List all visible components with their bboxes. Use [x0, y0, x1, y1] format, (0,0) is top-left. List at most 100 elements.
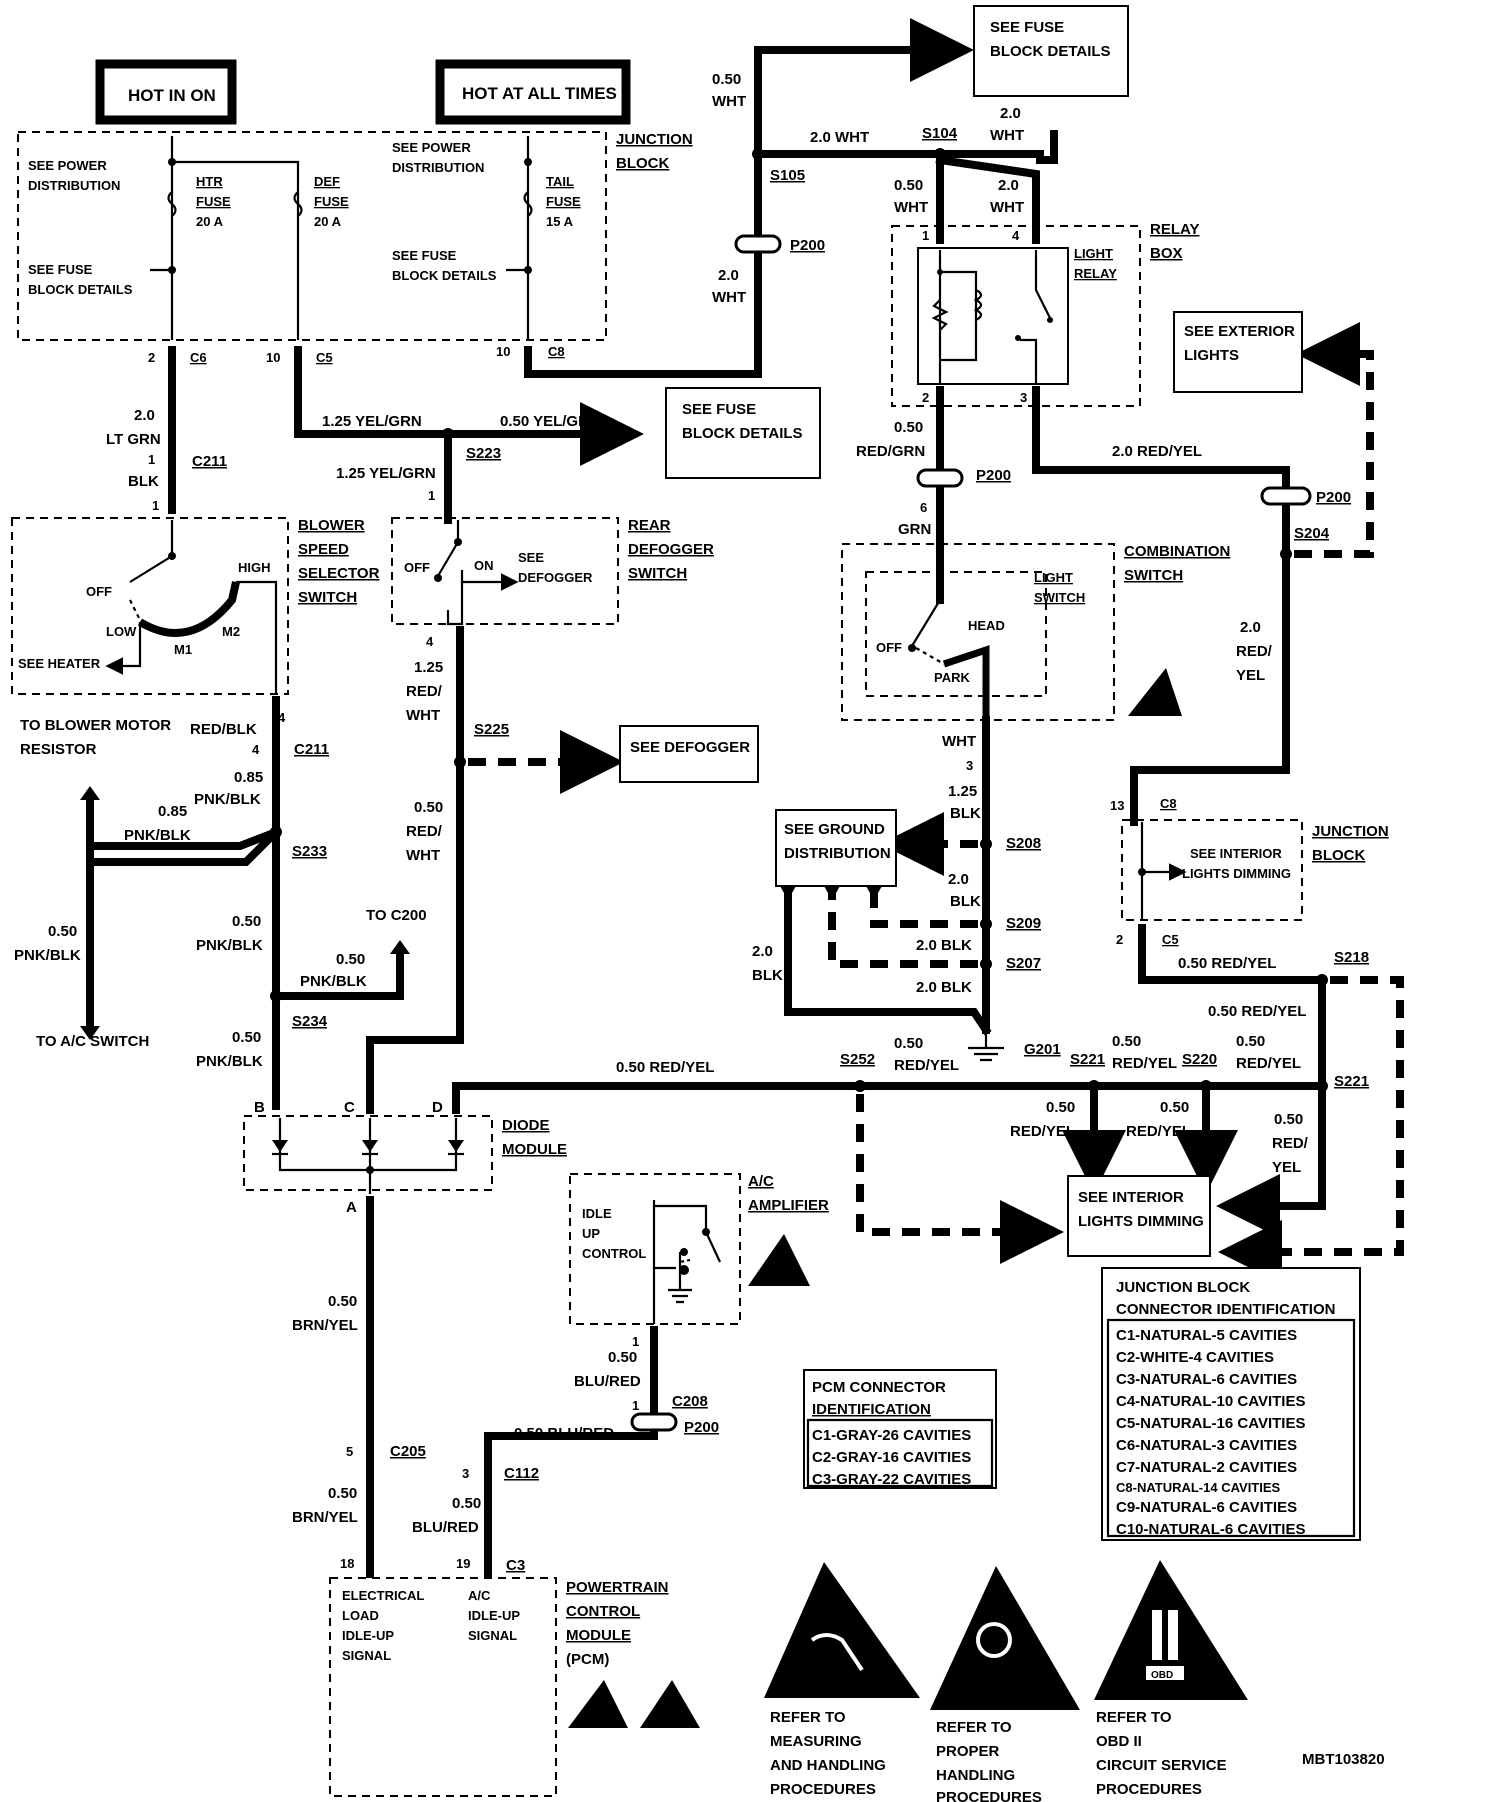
- splice-s104-label: S104: [922, 125, 958, 142]
- c205-label: C205: [390, 1443, 426, 1460]
- legend-measuring: REFER TO MEASURING AND HANDLING PROCEDUR…: [764, 1562, 920, 1798]
- tail-fuse-2: FUSE: [546, 194, 581, 209]
- ac-amp-labels: 1 0.50 BLU/RED 1 C208 P200 0.50 BLU/RED …: [412, 1334, 719, 1536]
- wire-050-wht-1: 0.50: [712, 71, 741, 88]
- pin-1b-label: 1: [152, 498, 159, 513]
- pcm-title-1: POWERTRAIN: [566, 1579, 669, 1596]
- legend-proper: REFER TO PROPER HANDLING PROCEDURES: [930, 1566, 1080, 1802]
- jb-right-out-labels: 0.50 RED/YEL S218 0.50 RED/YEL: [1178, 949, 1369, 1020]
- jb-conn-title-1: JUNCTION BLOCK: [1116, 1279, 1250, 1296]
- relay-outputs: 0.50 RED/GRN P200 6 GRN 2.0 RED/YEL P200…: [856, 419, 1351, 560]
- jb-conn-row-1: C1-NATURAL-5 CAVITIES: [1116, 1327, 1297, 1344]
- wire-20-redyel-v-2: RED/: [1236, 643, 1273, 660]
- jb-conn-row-10: C10-NATURAL-6 CAVITIES: [1116, 1521, 1305, 1538]
- wire-050-low-1: 0.50: [232, 1029, 261, 1046]
- drop2-2: RED/YEL: [1126, 1123, 1191, 1140]
- wire-20-wht-h: 2.0 WHT: [810, 129, 869, 146]
- see-ground-1: SEE GROUND: [784, 821, 885, 838]
- wire-20-blk-h1: 2.0 BLK: [916, 937, 972, 954]
- red-blk-label: RED/BLK: [190, 721, 257, 738]
- jb-conn-c6: C6: [190, 350, 207, 365]
- jb-right-050-redyel-2: 0.50 RED/YEL: [1208, 1003, 1306, 1020]
- figure-id: MBT103820: [1302, 1751, 1385, 1768]
- wire-050-redwht-3: WHT: [406, 847, 440, 864]
- legend-proper-4: PROCEDURES: [936, 1789, 1042, 1802]
- blower-title-4: SWITCH: [298, 589, 357, 606]
- wire-20-ltgrn-2: LT GRN: [106, 431, 161, 448]
- blk-label: BLK: [128, 473, 159, 490]
- relay-box: RELAY BOX LIGHT RELAY 1 4 2 3: [891, 221, 1199, 407]
- wire-20-wht-relay-2: WHT: [990, 199, 1024, 216]
- see-fuse-block-top-2: BLOCK DETAILS: [990, 43, 1111, 60]
- splice-s220-label: S220: [1182, 1051, 1217, 1068]
- drop1-1: 0.50: [1046, 1099, 1075, 1116]
- see-fuse-block-mid-1: SEE FUSE: [682, 401, 756, 418]
- wire-050-redgrn-1: 0.50: [894, 419, 923, 436]
- jb-conn-c5: C5: [316, 350, 333, 365]
- jb-see-power-2: DISTRIBUTION: [28, 178, 120, 193]
- handling-warning-icon: [930, 1566, 1080, 1710]
- wire-050-left-1: 0.50: [48, 923, 77, 940]
- pcm-conn-row-1: C1-GRAY-26 CAVITIES: [812, 1427, 971, 1444]
- defog-title-3: SWITCH: [628, 565, 687, 582]
- splice-s221a-label: S221: [1070, 1051, 1105, 1068]
- defog-pin-4: 4: [426, 634, 434, 649]
- elec-load-2: LOAD: [342, 1608, 379, 1623]
- jb-right-title-1: JUNCTION: [1312, 823, 1389, 840]
- c211-top-label: C211: [192, 453, 227, 470]
- c208-label: C208: [672, 1393, 708, 1410]
- esd-warning-icon: [764, 1562, 920, 1698]
- blower-speed-selector-switch: BLOWER SPEED SELECTOR SWITCH OFF LOW HIG…: [11, 517, 380, 695]
- relay-pin-4: 4: [1012, 228, 1020, 243]
- jb-conn-c8: C8: [548, 344, 565, 359]
- combo-off: OFF: [876, 640, 902, 655]
- blower-m1: M1: [174, 642, 192, 657]
- jb-top-title-2: BLOCK: [616, 155, 669, 172]
- brnyel2-1: 0.50: [328, 1485, 357, 1502]
- wire-050-wht-2: WHT: [712, 93, 746, 110]
- diode-title-2: MODULE: [502, 1141, 567, 1158]
- combo-title-2: SWITCH: [1124, 567, 1183, 584]
- jb-right-pin-13: 13: [1110, 798, 1124, 813]
- htr-fuse-2: FUSE: [196, 194, 231, 209]
- jb-see-power-1: SEE POWER: [28, 158, 107, 173]
- ac-w-blured-2: BLU/RED: [574, 1373, 641, 1390]
- jb-conn-title-2: CONNECTOR IDENTIFICATION: [1116, 1301, 1335, 1318]
- light-relay-2: RELAY: [1074, 266, 1117, 281]
- splice-s204-label: S204: [1294, 525, 1330, 542]
- see-exterior-1: SEE EXTERIOR: [1184, 323, 1295, 340]
- wire-20-wht-vert-1: 2.0: [718, 267, 739, 284]
- wire-050-left-2: PNK/BLK: [14, 947, 81, 964]
- def-fuse-3: 20 A: [314, 214, 342, 229]
- pin-6-label: 6: [920, 500, 927, 515]
- wire-20-ltgrn-1: 2.0: [134, 407, 155, 424]
- p200-relay-connector: [916, 468, 964, 488]
- hot-at-all-times-label: HOT AT ALL TIMES: [462, 84, 617, 103]
- htr-fuse-1: HTR: [196, 174, 223, 189]
- pcm-connector-table: PCM CONNECTOR IDENTIFICATION C1-GRAY-26 …: [803, 1369, 997, 1489]
- jb-right-title-2: BLOCK: [1312, 847, 1365, 864]
- p200-relay-label: P200: [976, 467, 1011, 484]
- diode-title-1: DIODE: [502, 1117, 550, 1134]
- splice-s221b-label: S221: [1334, 1073, 1369, 1090]
- wire-050-low-2: PNK/BLK: [196, 1053, 263, 1070]
- pcm-path-labels: 0.50 BRN/YEL 5 C205 0.50 BRN/YEL 18 19 C…: [292, 1293, 525, 1574]
- blower-high: HIGH: [238, 560, 271, 575]
- splice-s252-label: S252: [840, 1051, 875, 1068]
- jb-conn-row-4: C4-NATURAL-10 CAVITIES: [1116, 1393, 1305, 1410]
- jb-right-050-redyel: 0.50 RED/YEL: [1178, 955, 1276, 972]
- light-switch-2: SWITCH: [1034, 590, 1085, 605]
- combo-title-1: COMBINATION: [1124, 543, 1230, 560]
- hot-at-all-times-box: HOT AT ALL TIMES: [435, 59, 631, 125]
- jb-see-power-r1: SEE POWER: [392, 140, 471, 155]
- ac-w-blured-h: 0.50 BLU/RED: [514, 1425, 614, 1442]
- jb-conn-row-6: C6-NATURAL-3 CAVITIES: [1116, 1437, 1297, 1454]
- obd-tag: OBD: [1151, 1670, 1173, 1681]
- jb-see-fuse-r2: BLOCK DETAILS: [392, 268, 497, 283]
- drop3-2: RED/: [1272, 1135, 1309, 1152]
- c112-label: C112: [504, 1465, 539, 1482]
- combination-switch: COMBINATION SWITCH LIGHT SWITCH OFF HEAD…: [841, 543, 1230, 721]
- ac-amplifier: A/C AMPLIFIER IDLE UP CONTROL: [569, 1173, 829, 1325]
- splice-s234-label: S234: [292, 1013, 328, 1030]
- junction-block-right: JUNCTION BLOCK 13 C8 SEE INTERIOR LIGHTS…: [1110, 796, 1389, 947]
